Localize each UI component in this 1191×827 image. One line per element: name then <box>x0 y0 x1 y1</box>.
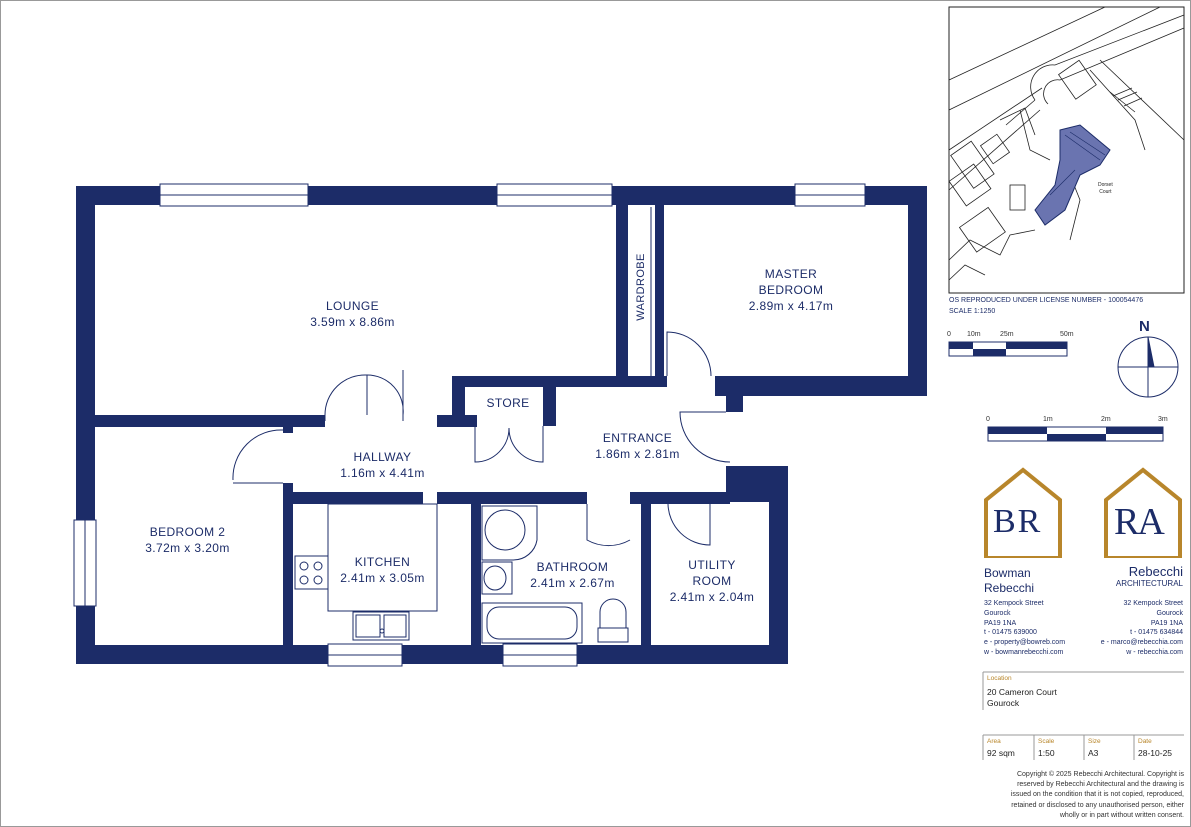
br-email[interactable]: e - property@bowreb.com <box>984 639 1066 647</box>
scale-label: Scale <box>1038 738 1055 745</box>
br-address-line1: 32 Kempock Street <box>984 600 1044 607</box>
ra-name-line2: ARCHITECTURAL <box>1115 579 1183 588</box>
location-line1: 20 Cameron Court <box>987 687 1057 697</box>
copyright-line4: retained or disclosed to any unauthorise… <box>1011 801 1184 809</box>
plan-scale-tick-0: 0 <box>986 416 990 423</box>
site-scale-tick-10: 10m <box>967 331 981 338</box>
ra-address-line2: Gourock <box>1156 609 1183 617</box>
location-label: Location <box>987 675 1012 682</box>
windows <box>73 183 866 667</box>
lounge-name: LOUNGE <box>325 299 380 313</box>
kitchen-label: KITCHEN 2.41m x 3.05m <box>331 554 434 586</box>
br-address-line2: Gourock <box>984 609 1011 617</box>
kitchen-dims: 2.41m x 3.05m <box>340 571 425 585</box>
title-block-rules <box>982 671 1184 760</box>
plan-scale-tick-2: 2m <box>1101 416 1111 423</box>
door-swings <box>232 207 731 547</box>
ra-company-name: Rebecchi ARCHITECTURAL <box>1116 565 1183 589</box>
entrance-name: ENTRANCE <box>602 431 673 445</box>
site-court-line2: Court <box>1099 189 1112 195</box>
site-court-label: Dorset Court <box>1098 182 1113 196</box>
size-value: A3 <box>1088 748 1099 758</box>
bathroom-dims: 2.41m x 2.67m <box>530 576 615 590</box>
br-monogram: BR <box>993 503 1043 540</box>
hallway-dims: 1.16m x 4.41m <box>340 466 425 480</box>
date-value: 28-10-25 <box>1138 748 1173 758</box>
location-line2: Gourock <box>987 698 1020 708</box>
copyright-line3: issued on the condition that it is not c… <box>1010 791 1184 799</box>
area-value: 92 sqm <box>987 748 1015 758</box>
master-name-line1: MASTER <box>764 267 818 281</box>
walls <box>76 186 927 664</box>
size-label: Size <box>1088 738 1101 745</box>
site-scale-tick-25: 25m <box>1000 331 1014 338</box>
utility-name-line1: UTILITY <box>688 558 736 572</box>
site-scale-tick-0: 0 <box>947 331 951 338</box>
date-label: Date <box>1138 738 1152 745</box>
bedroom2-dims: 3.72m x 3.20m <box>145 541 230 555</box>
location-value: 20 Cameron Court Gourock <box>987 687 1057 709</box>
copyright-line5: wholly or in part without written consen… <box>1059 811 1184 819</box>
bathroom-fittings <box>481 505 629 644</box>
bathroom-name: BATHROOM <box>536 560 609 574</box>
bedroom2-label: BEDROOM 2 3.72m x 3.20m <box>130 524 245 556</box>
ra-monogram: RA <box>1114 501 1165 543</box>
ra-logo <box>1104 467 1182 558</box>
utility-room-label: UTILITY ROOM 2.41m x 2.04m <box>662 557 762 605</box>
north-arrow-icon <box>1117 336 1179 398</box>
utility-dims: 2.41m x 2.04m <box>669 590 755 604</box>
scale-value: 1:50 <box>1038 748 1055 758</box>
lounge-label: LOUNGE 3.59m x 8.86m <box>300 298 405 330</box>
br-address-line3: PA19 1NA <box>984 619 1017 627</box>
site-map <box>948 6 1185 294</box>
store-label: STORE <box>486 396 530 410</box>
wardrobe-label: WARDROBE <box>635 253 647 321</box>
entrance-dims: 1.86m x 2.81m <box>595 447 680 461</box>
kitchen-fittings <box>294 503 438 641</box>
master-dims: 2.89m x 4.17m <box>748 299 834 313</box>
site-scale-bar <box>948 341 1068 357</box>
lounge-dims: 3.59m x 8.86m <box>310 315 395 329</box>
bedroom2-name: BEDROOM 2 <box>149 525 226 539</box>
br-logo <box>984 467 1062 558</box>
master-bedroom-label: MASTER BEDROOM 2.89m x 4.17m <box>736 266 846 314</box>
os-license-text: OS REPRODUCED UNDER LICENSE NUMBER - 100… <box>949 297 1144 304</box>
plan-scale-tick-1: 1m <box>1043 416 1053 423</box>
copyright-line1: Copyright © 2025 Rebecchi Architectural.… <box>1016 771 1184 778</box>
utility-name-line2: ROOM <box>692 574 732 588</box>
br-name-line1: Bowman <box>984 566 1031 580</box>
kitchen-name: KITCHEN <box>354 555 411 569</box>
copyright-notice: Copyright © 2025 Rebecchi Architectural.… <box>1011 770 1184 821</box>
area-label: Area <box>987 738 1001 745</box>
plan-scale-tick-3: 3m <box>1158 416 1168 423</box>
entrance-label: ENTRANCE 1.86m x 2.81m <box>590 430 685 462</box>
br-company-name: Bowman Rebecchi <box>984 566 1034 596</box>
br-phone: t - 01475 639000 <box>984 629 1037 637</box>
ra-name-line1: Rebecchi <box>1128 564 1183 579</box>
plan-scale-bar <box>987 426 1164 442</box>
ra-address-line3: PA19 1NA <box>1150 619 1183 627</box>
site-scale-text: SCALE 1:1250 <box>949 308 996 315</box>
north-label: N <box>1139 318 1150 335</box>
ra-website[interactable]: w - rebecchia.com <box>1126 648 1183 656</box>
ra-email[interactable]: e - marco@rebecchia.com <box>1100 639 1183 647</box>
br-name-line2: Rebecchi <box>984 581 1035 595</box>
br-contact-block: 32 Kempock Street Gourock PA19 1NA t - 0… <box>984 599 1065 658</box>
br-website[interactable]: w - bowmanrebecchi.com <box>984 648 1064 656</box>
hallway-label: HALLWAY 1.16m x 4.41m <box>330 449 435 481</box>
bathroom-label: BATHROOM 2.41m x 2.67m <box>520 559 625 591</box>
ra-contact-block: 32 Kempock Street Gourock PA19 1NA t - 0… <box>1101 599 1183 658</box>
ra-address-line1: 32 Kempock Street <box>1123 600 1183 607</box>
master-name-line2: BEDROOM <box>758 283 824 297</box>
copyright-line2: reserved by Rebecchi Architectural and t… <box>1017 781 1184 789</box>
site-scale-tick-50: 50m <box>1060 331 1074 338</box>
ra-phone: t - 01475 634844 <box>1130 629 1183 637</box>
site-court-line1: Dorset <box>1098 182 1113 188</box>
hallway-name: HALLWAY <box>353 450 412 464</box>
